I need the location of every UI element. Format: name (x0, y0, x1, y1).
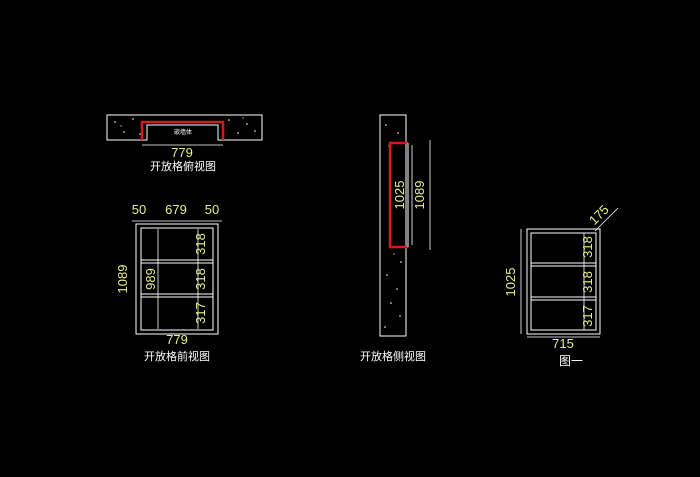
top-view-caption: 开放格俯视图 (150, 159, 216, 173)
fig1-outer-frame (526, 228, 601, 335)
side-view-caption: 开放格侧视图 (360, 349, 426, 363)
front-inner-frame (140, 227, 214, 331)
front-top-dim-mid: 679 (165, 202, 187, 217)
front-outer-frame (135, 223, 219, 335)
side-red-frame (388, 141, 408, 249)
side-inner-dim: 1025 (392, 181, 407, 210)
fig1-width-dim: 715 (552, 336, 574, 351)
fig1-inner-frame (530, 232, 597, 331)
front-height-dim: 1089 (115, 265, 130, 294)
top-view-wall (106, 114, 263, 141)
fig1-depth-dim: 175 (586, 202, 612, 228)
fig1-depth-dim-line (594, 207, 619, 232)
top-view-hatch (114, 117, 256, 135)
top-view-red-frame (140, 120, 225, 140)
fig1-shelf-dim-3: 317 (580, 305, 595, 327)
front-shelf-dim-3: 317 (193, 302, 208, 324)
fig1-shelf-dim-2: 318 (580, 271, 595, 293)
fig1-shelf-dim-1: 318 (580, 236, 595, 258)
front-view: 50 679 50 1089 989 318 318 317 779 开放格前视… (115, 202, 222, 363)
top-view-width-dim: 779 (171, 145, 193, 160)
front-top-dim-left: 50 (132, 202, 146, 217)
side-wall-hatch (384, 124, 402, 328)
top-view-tag: 嵌墙体 (174, 128, 192, 136)
front-shelf-dim-1: 318 (193, 233, 208, 255)
side-view: 1025 1089 开放格侧视图 (360, 114, 431, 363)
side-outer-dim: 1089 (412, 181, 427, 210)
figure-one: 175 1025 318 318 317 715 图一 (503, 202, 619, 368)
front-shelf-dim-2: 318 (193, 268, 208, 290)
front-width-dim: 779 (166, 332, 188, 347)
front-view-caption: 开放格前视图 (144, 349, 210, 363)
front-inner-height-dim: 989 (143, 268, 158, 290)
top-view: 嵌墙体 779 开放格俯视图 (106, 114, 263, 173)
fig1-caption: 图一 (559, 354, 583, 368)
front-top-dim-right: 50 (205, 202, 219, 217)
side-wall (379, 114, 407, 337)
fig1-height-dim: 1025 (503, 268, 518, 297)
